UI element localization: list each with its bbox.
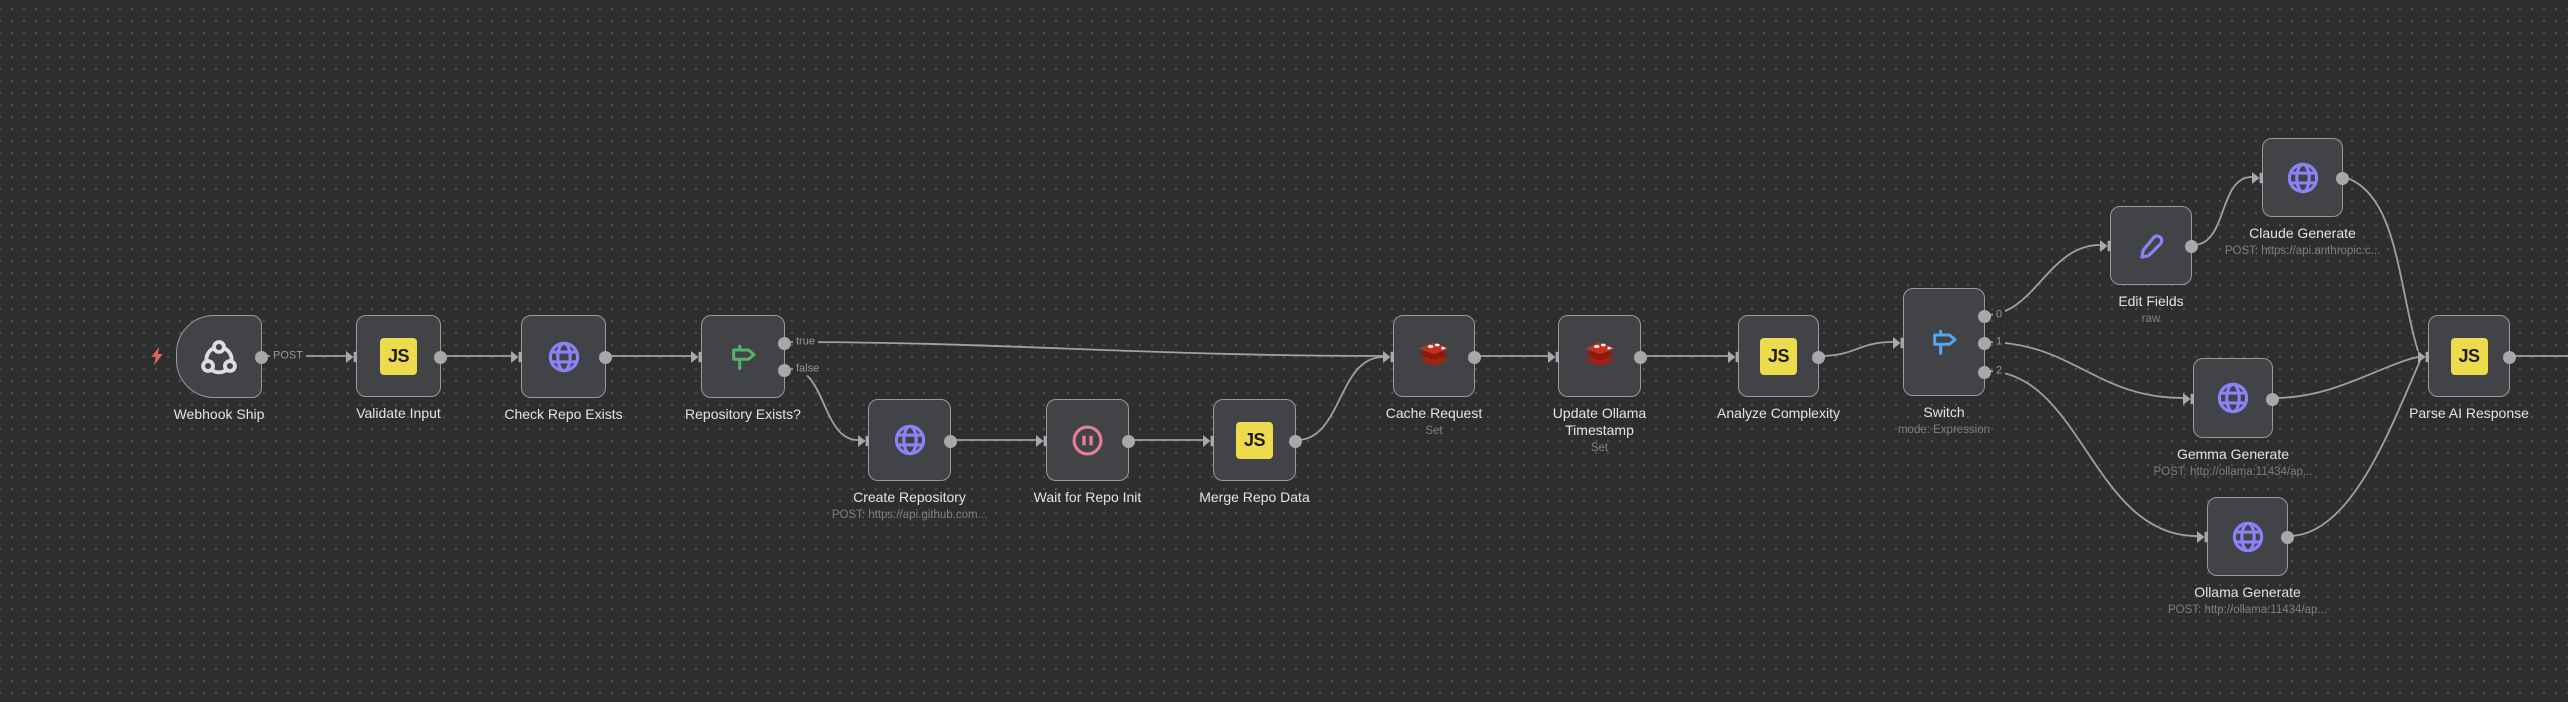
output-port[interactable] [1634,350,1647,364]
output-port[interactable] [1468,350,1481,364]
node-edit-fields[interactable] [2100,206,2198,285]
output-port[interactable] [1978,336,1991,350]
output-port[interactable] [1122,434,1135,448]
pause-icon [1069,422,1106,459]
input-port[interactable] [2197,529,2209,545]
js-icon: JS [1760,337,1797,375]
node-gemma-generate[interactable] [2183,358,2279,438]
webhook-icon [196,334,242,380]
input-port[interactable] [2252,170,2264,186]
output-port-label: true [793,335,818,349]
redis-icon [1414,336,1454,376]
js-icon: JS [2450,337,2488,375]
node-parse-ai-response[interactable]: JS [2418,315,2516,397]
output-port[interactable] [2281,530,2294,544]
js-icon: JS [1236,421,1273,459]
input-port[interactable] [1203,433,1215,449]
connection-wire[interactable] [1819,341,1894,357]
output-port[interactable] [434,350,447,364]
output-port[interactable] [2503,350,2516,364]
if-sign-icon [725,339,761,375]
output-port[interactable] [2185,239,2198,253]
node-switch[interactable] [1893,288,1991,396]
connection-wire[interactable] [2288,360,2421,537]
node-create-repository[interactable] [858,399,957,481]
node-webhook-ship[interactable] [176,315,268,398]
node-validate-input[interactable]: JS [346,315,447,397]
connection-wire[interactable] [2343,176,2419,352]
js-icon: JS [380,337,417,375]
workflow-trigger-bolt-icon [147,344,169,373]
input-port[interactable] [2100,238,2112,254]
connection-wire[interactable] [1985,244,2101,316]
output-port-label: false [793,362,823,376]
node-update-ollama-timestamp[interactable] [1548,315,1647,397]
output-port[interactable] [778,336,791,350]
connection-wire[interactable] [1985,341,2184,399]
output-port[interactable] [2266,392,2279,406]
output-port[interactable] [599,350,612,364]
input-port[interactable] [2418,349,2430,365]
output-port[interactable] [1978,365,1991,379]
output-port[interactable] [778,363,791,377]
input-port[interactable] [1548,349,1560,365]
globe-icon [2229,518,2267,556]
input-port[interactable] [346,349,358,365]
globe-icon [891,421,929,459]
connection-wire[interactable] [1296,356,1384,441]
output-port[interactable] [1812,350,1825,364]
node-ollama-generate[interactable] [2197,497,2294,576]
globe-icon [2214,379,2252,417]
globe-icon [545,338,583,376]
output-port-label: POST [270,349,306,363]
globe-icon [2284,159,2322,197]
connection-wire[interactable] [790,341,1384,357]
node-merge-repo-data[interactable]: JS [1203,399,1302,481]
output-port-label: 0 [1993,308,2006,322]
output-port[interactable] [1978,309,1991,323]
output-port[interactable] [2336,171,2349,185]
node-wait-for-repo-init[interactable] [1036,399,1135,481]
pencil-icon [2134,228,2169,263]
output-port-label: 1 [1993,335,2006,349]
input-port[interactable] [1036,433,1048,449]
switch-sign-icon [1926,324,1962,360]
node-repository-exists[interactable] [691,315,791,398]
node-cache-request[interactable] [1383,315,1481,397]
input-port[interactable] [2183,391,2195,407]
node-analyze-complexity[interactable]: JS [1728,315,1825,397]
output-port[interactable] [944,434,957,448]
input-port[interactable] [691,349,703,365]
input-port[interactable] [1893,335,1905,351]
connection-wire[interactable] [2192,176,2253,246]
input-port[interactable] [858,433,870,449]
node-check-repo-exists[interactable] [511,315,612,398]
redis-icon [1580,336,1620,376]
output-port[interactable] [255,350,268,364]
connection-wire[interactable] [790,368,859,441]
connection-wire[interactable] [1985,370,2198,537]
input-port[interactable] [1728,349,1740,365]
output-port-label: 2 [1993,364,2006,378]
input-port[interactable] [511,349,523,365]
input-port[interactable] [1383,349,1395,365]
node-claude-generate[interactable] [2252,138,2349,217]
connection-wire[interactable] [2273,356,2419,399]
output-port[interactable] [1289,434,1302,448]
